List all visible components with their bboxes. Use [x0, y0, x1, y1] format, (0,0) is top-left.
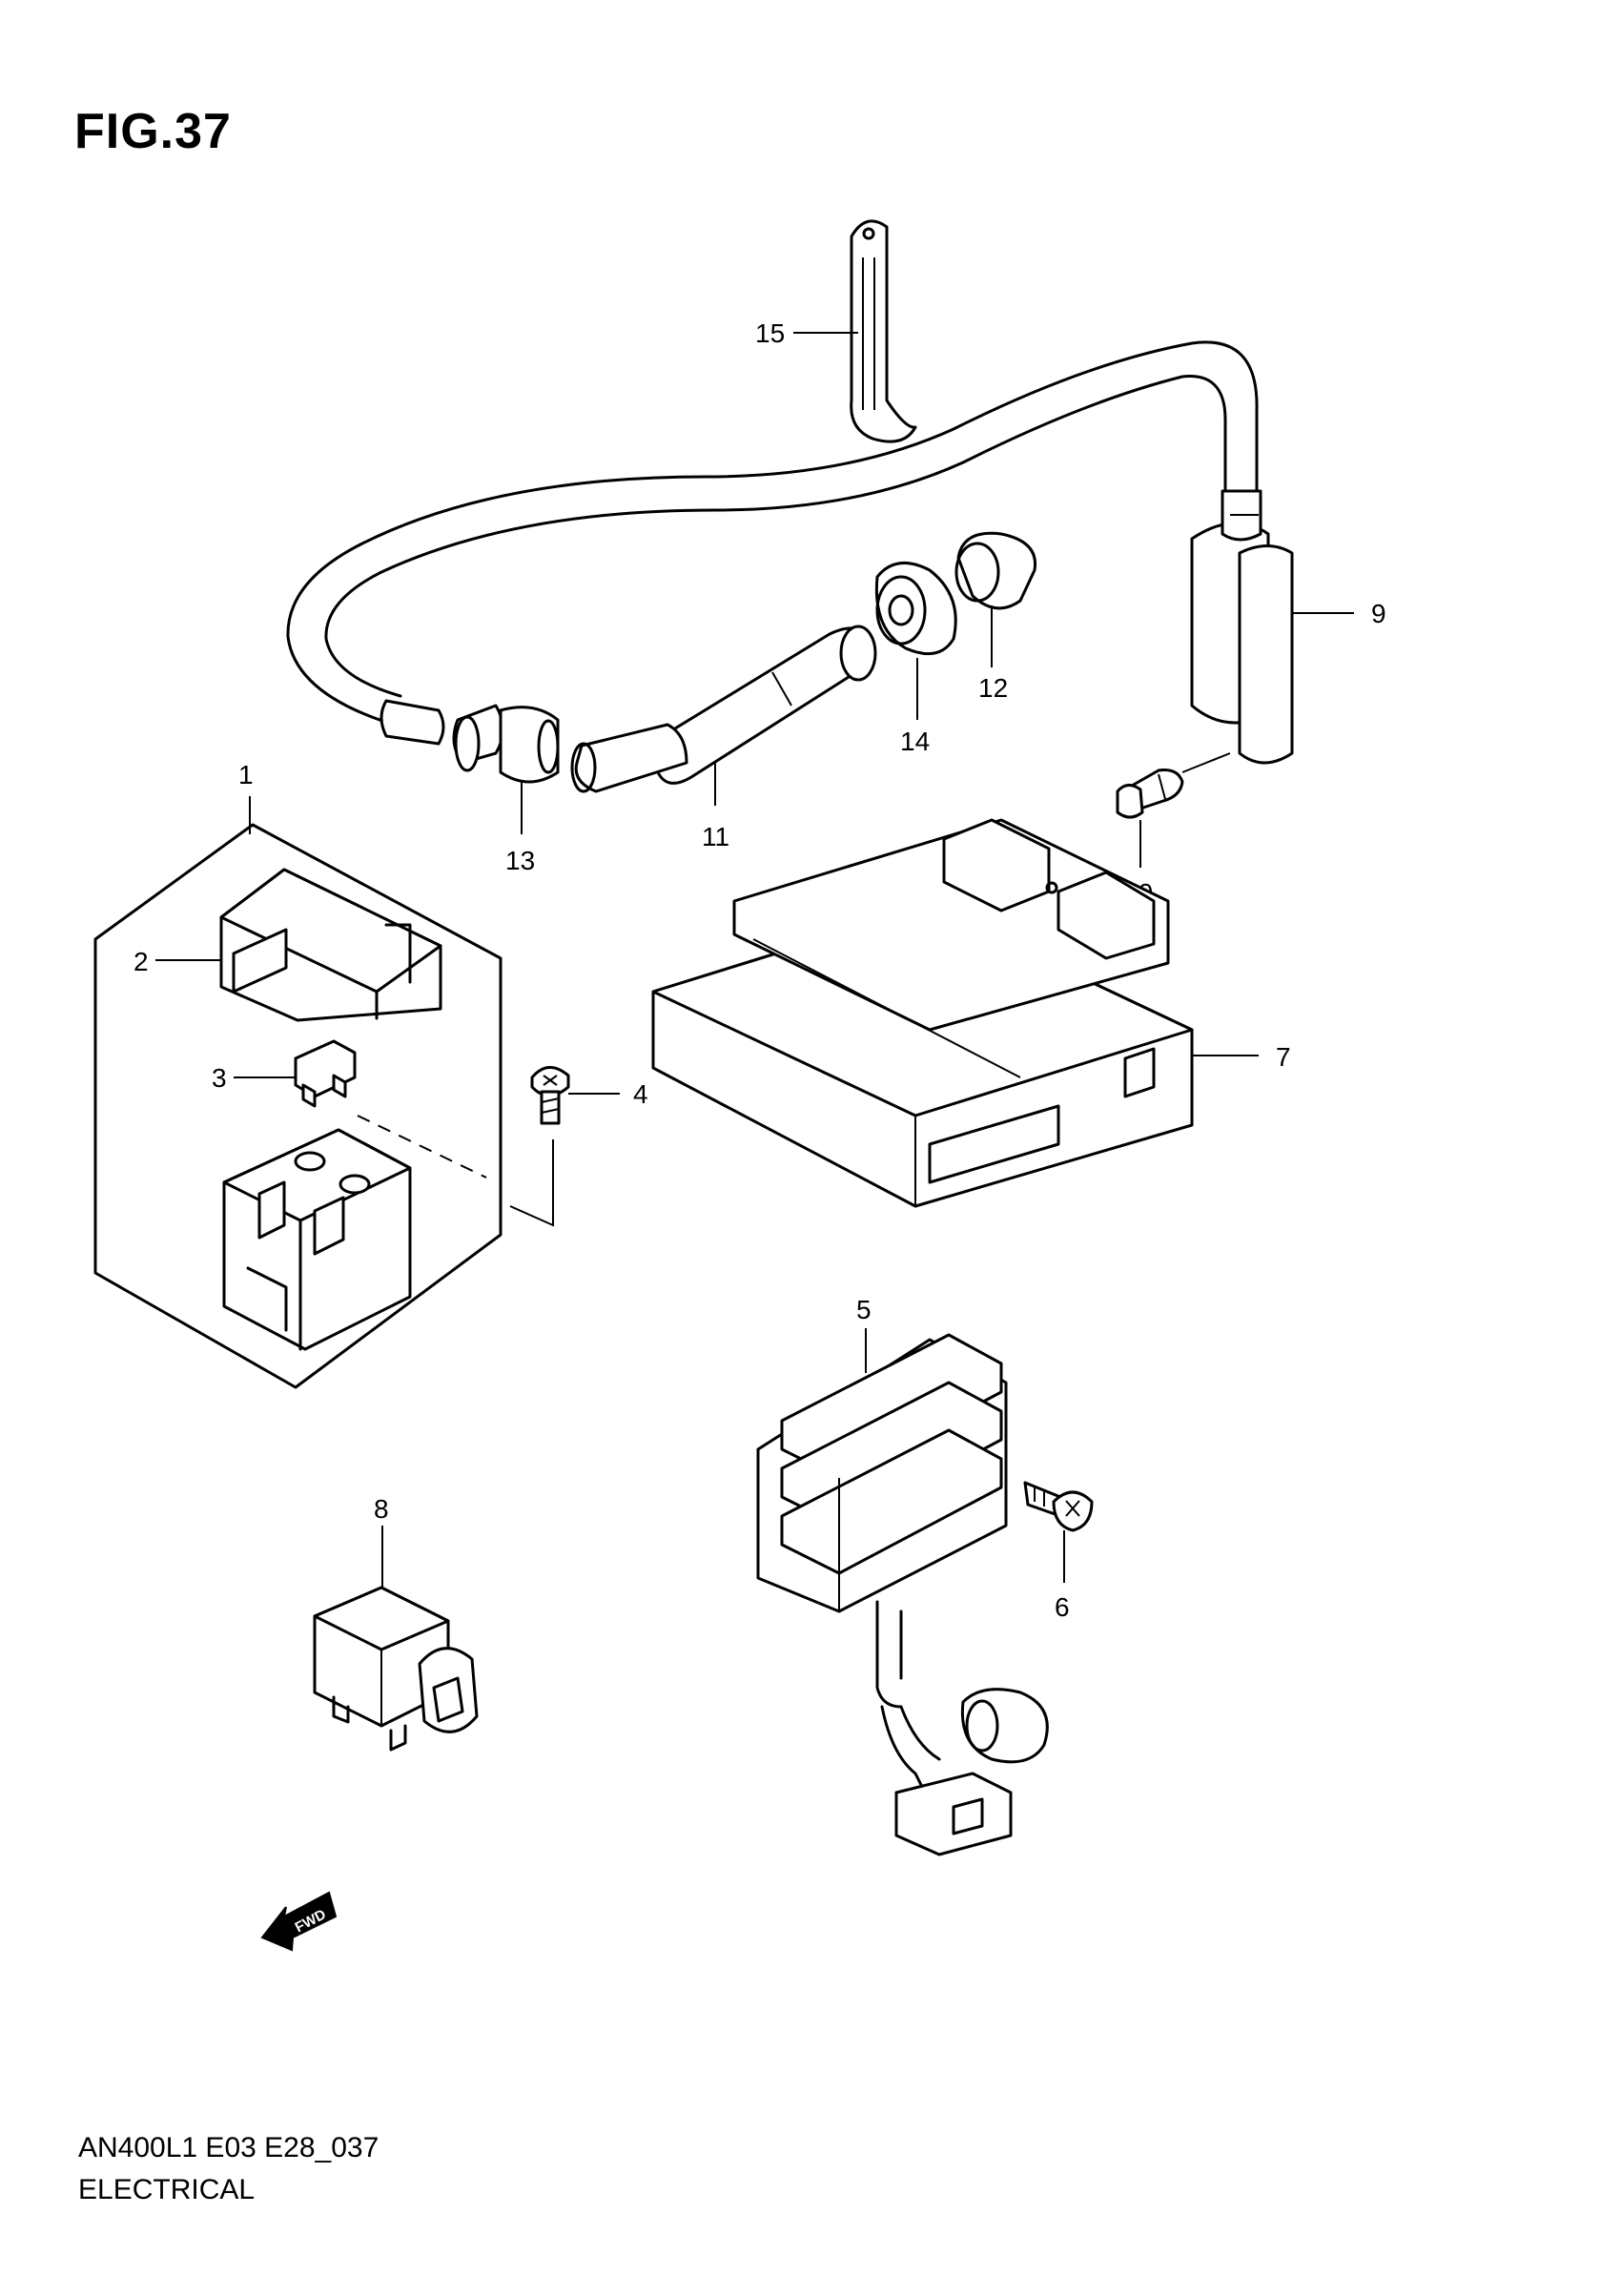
- callout-14: 14: [900, 727, 930, 756]
- part-7-ecm[interactable]: [651, 818, 1194, 1208]
- part-14-grommet[interactable]: [874, 561, 957, 656]
- callout-9: 9: [1371, 599, 1386, 628]
- callout-7: 7: [1276, 1042, 1291, 1072]
- drawing-code: AN400L1 E03 E28_037: [78, 2132, 380, 2163]
- callout-6: 6: [1055, 1592, 1070, 1622]
- part-12-cap[interactable]: [954, 531, 1037, 610]
- callout-8: 8: [374, 1494, 389, 1524]
- forward-arrow-icon: FWD: [260, 1891, 338, 1952]
- section-title: ELECTRICAL: [78, 2174, 256, 2205]
- high-tension-cord[interactable]: [286, 340, 1259, 746]
- part-15-clamp[interactable]: [850, 219, 917, 443]
- part-8-sensor[interactable]: [313, 1586, 479, 1752]
- part-3-fuse[interactable]: [294, 1039, 357, 1108]
- part-9-ignition-coil[interactable]: [1190, 489, 1294, 765]
- part-6-bolt[interactable]: [1023, 1481, 1094, 1532]
- callout-1: 1: [238, 760, 254, 789]
- part-5-regulator-rectifier[interactable]: [756, 1333, 1049, 1856]
- callout-5: 5: [856, 1295, 872, 1324]
- part-10-bolt[interactable]: [1116, 752, 1231, 819]
- callout-12: 12: [978, 673, 1008, 703]
- part-4-screw[interactable]: [530, 1066, 570, 1125]
- callout-11: 11: [702, 822, 729, 851]
- part-2-cover[interactable]: [219, 868, 442, 1022]
- part-13-cord-joint[interactable]: [452, 704, 560, 784]
- starter-relay[interactable]: [222, 1128, 412, 1351]
- callout-3: 3: [212, 1063, 227, 1093]
- callout-4: 4: [633, 1079, 648, 1109]
- callout-15: 15: [755, 318, 785, 348]
- figure-title: FIG.37: [74, 104, 232, 159]
- part-1-relay-assembly[interactable]: [93, 823, 554, 1389]
- part-11-plug-cap[interactable]: [570, 625, 877, 793]
- callout-2: 2: [133, 947, 149, 976]
- callout-13: 13: [505, 846, 535, 875]
